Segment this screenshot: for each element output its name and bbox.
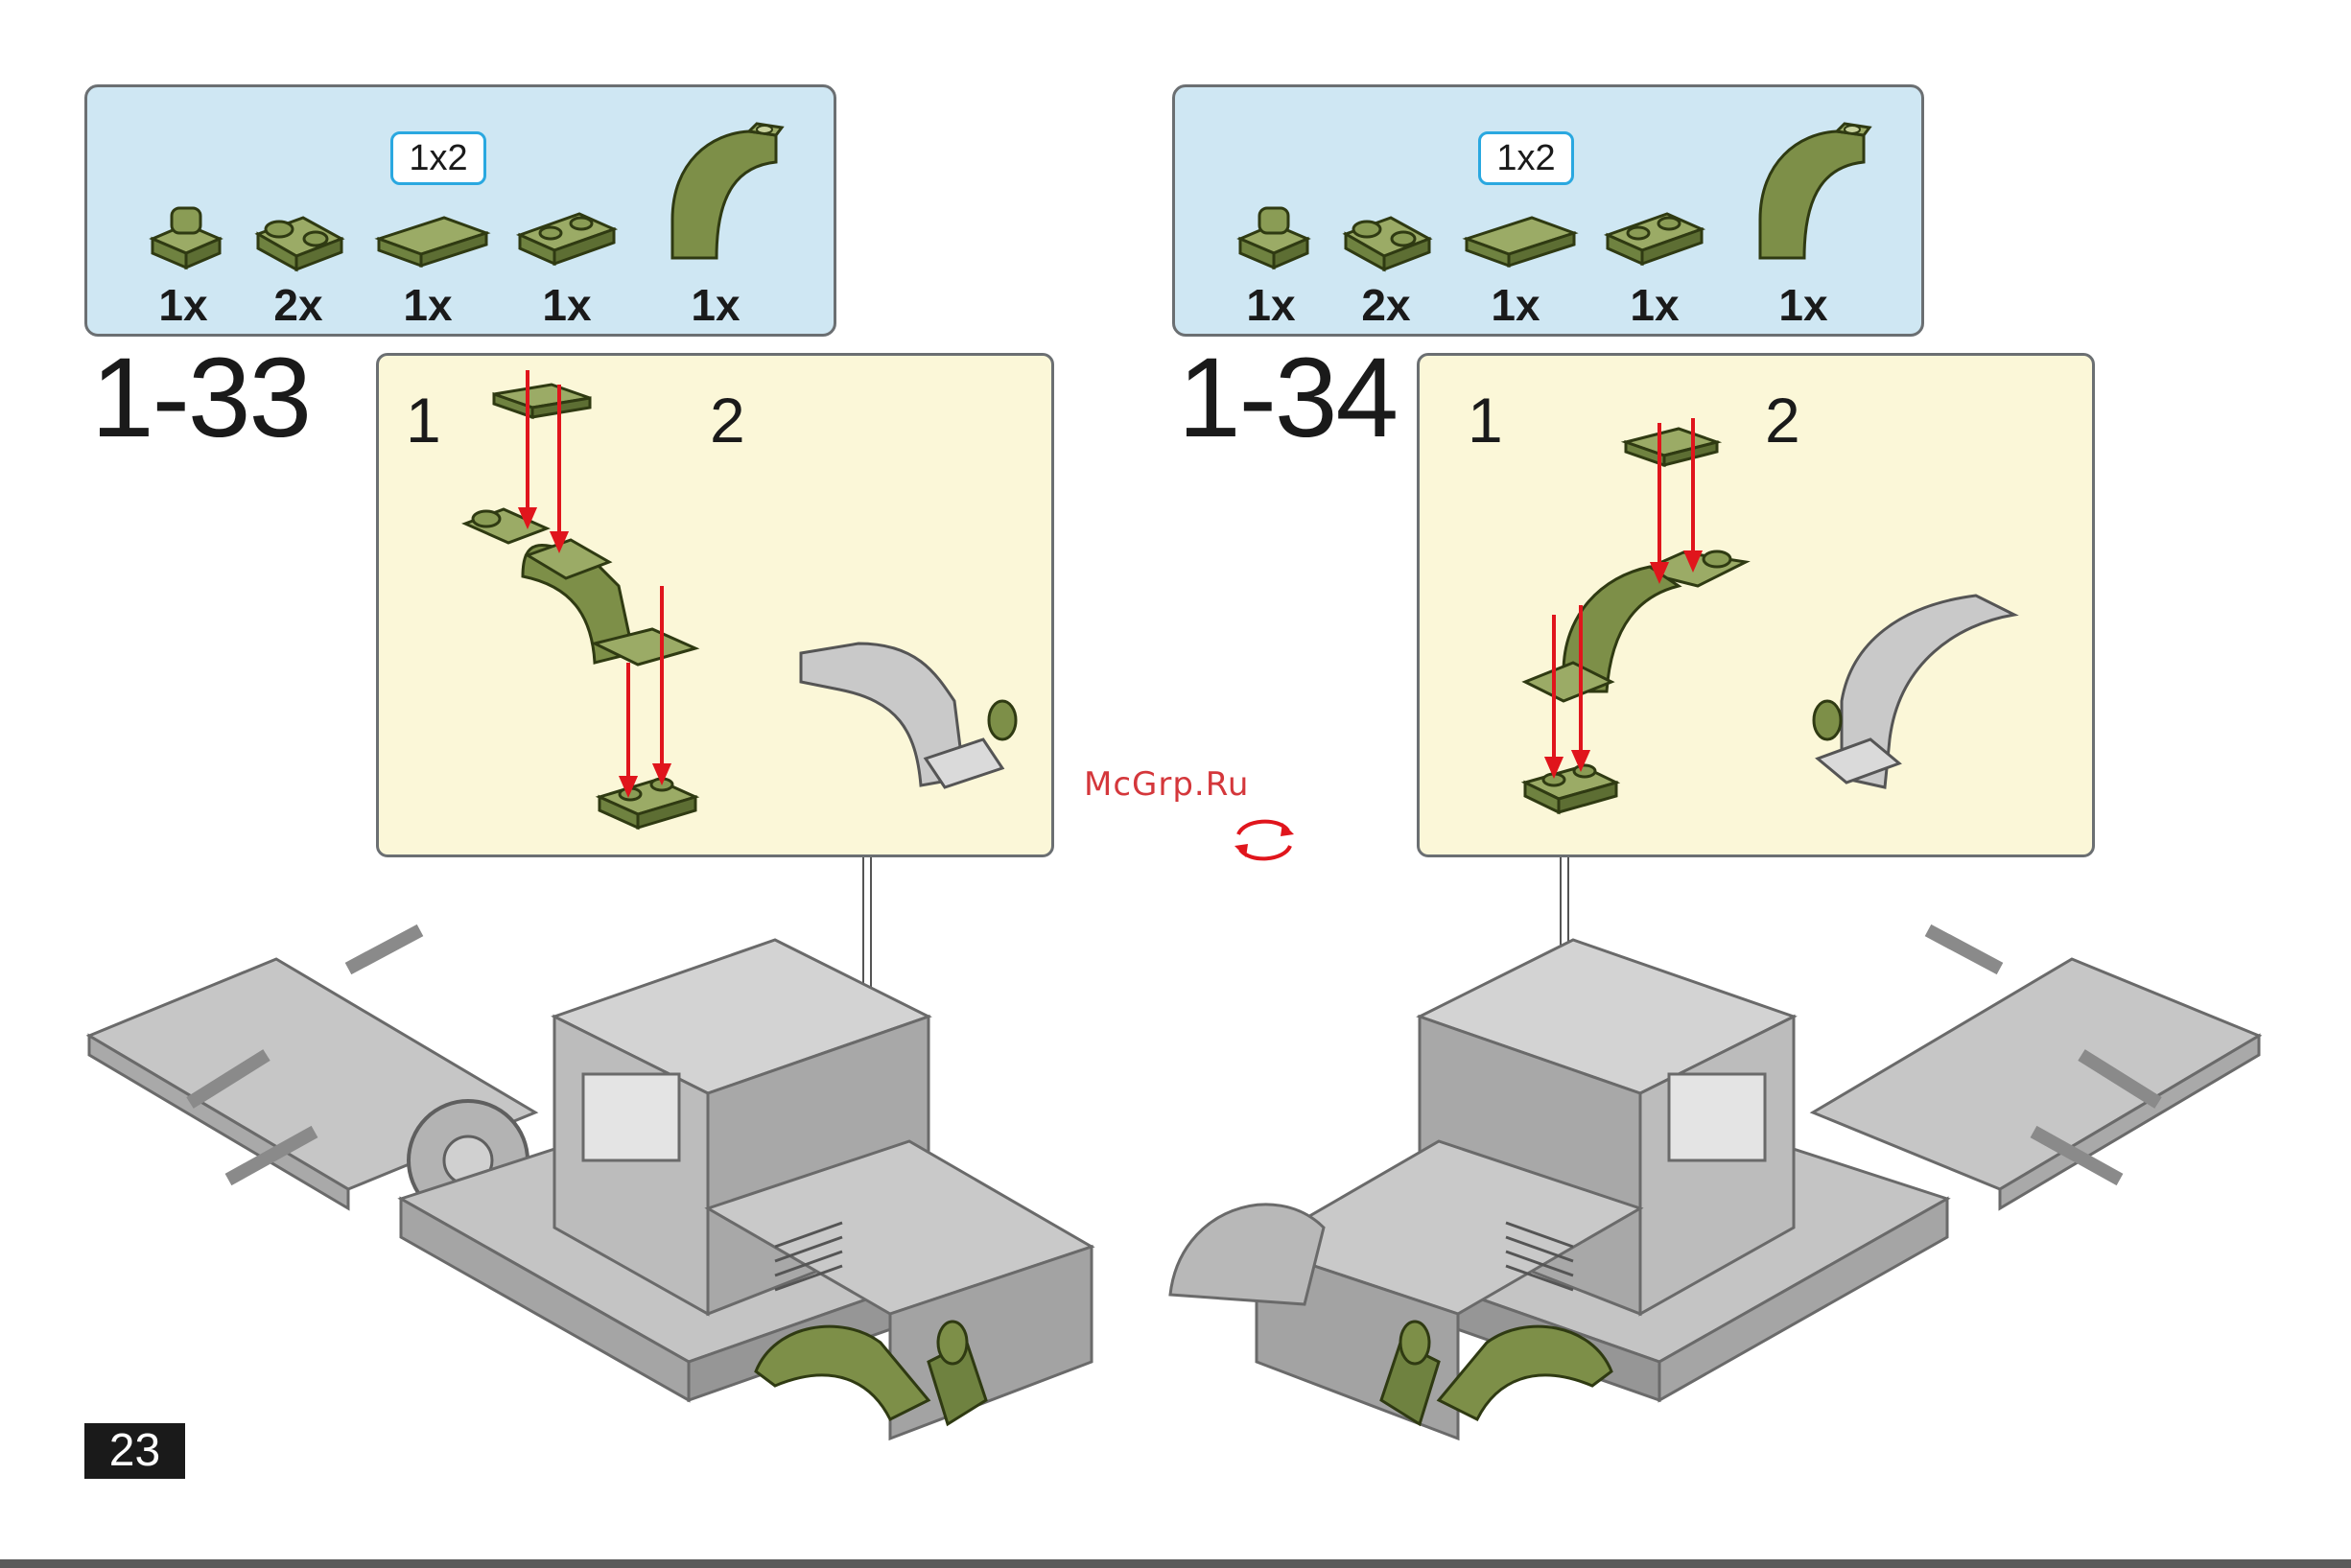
part-quantity: 1x: [663, 279, 768, 331]
step-number: 1-33: [91, 341, 310, 455]
assembly-diagram-1-34: [1420, 356, 2098, 860]
part-quantity: 1x: [1751, 279, 1856, 331]
clip-plate-double-icon: [1338, 200, 1434, 277]
step-number: 1-34: [1178, 341, 1397, 455]
substep-panel-1-34: 1 2: [1417, 353, 2095, 857]
part-quantity: 2x: [1333, 279, 1439, 331]
dimension-badge: 1x2: [1478, 131, 1574, 185]
plate-1x2-icon: [514, 200, 620, 272]
model-illustration-1-34: [1161, 863, 2264, 1477]
assembly-diagram-1-33: [379, 356, 1057, 860]
part-quantity: 1x: [1602, 279, 1707, 331]
part-quantity: 1x: [514, 279, 620, 331]
part-quantity: 1x: [375, 279, 481, 331]
model-illustration-1-33: [84, 863, 1140, 1477]
curved-slope-icon: [653, 124, 788, 268]
page-number: 23: [84, 1423, 185, 1479]
part-quantity: 1x: [130, 279, 236, 331]
part-quantity: 2x: [246, 279, 351, 331]
parts-list-1-34: 1x2 1x 2x 1x 1x 1x: [1172, 84, 1924, 337]
dimension-badge: 1x2: [390, 131, 486, 185]
substep-panel-1-33: 1 2: [376, 353, 1054, 857]
watermark: McGrp.Ru: [1084, 765, 1249, 804]
tile-1x2-icon: [375, 212, 490, 269]
curved-slope-icon: [1741, 124, 1875, 268]
clip-plate-icon: [143, 200, 229, 277]
part-quantity: 1x: [1218, 279, 1324, 331]
plate-1x2-icon: [1602, 200, 1707, 272]
part-quantity: 1x: [1463, 279, 1568, 331]
rotate-model-icon: [1231, 813, 1298, 867]
clip-plate-double-icon: [250, 200, 346, 277]
clip-plate-icon: [1231, 200, 1317, 277]
tile-1x2-icon: [1463, 212, 1578, 269]
parts-list-1-33: 1x2 1x 2x 1x 1x 1x: [84, 84, 836, 337]
page-footer-bar: [0, 1559, 2351, 1568]
